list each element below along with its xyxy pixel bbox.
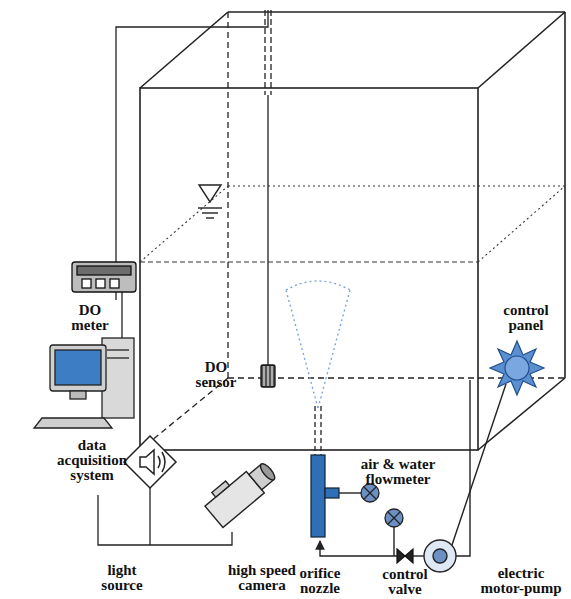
nozzle-label: orifice nozzle <box>291 566 349 596</box>
computer <box>34 338 134 428</box>
light-label: light source <box>93 563 151 593</box>
flowmeter-label: air & water flowmeter <box>354 457 442 487</box>
control-label: control panel <box>495 303 557 333</box>
camera-label: high speed camera <box>216 563 308 593</box>
light-source <box>124 436 176 488</box>
computer-label: data acquisition system <box>46 438 138 483</box>
do-sensor <box>261 365 275 387</box>
jet-plume <box>286 281 350 408</box>
flowmeters <box>361 484 403 527</box>
control-panel-icon <box>490 341 544 395</box>
motor-pump <box>424 540 456 572</box>
orifice-nozzle <box>311 455 339 537</box>
nozzle-pipe <box>315 406 321 455</box>
sensor-cable <box>116 10 271 365</box>
water-surface <box>140 186 565 262</box>
control-valve <box>397 549 413 563</box>
pump-label: electric motor-pump <box>475 566 567 596</box>
do-meter <box>72 262 136 292</box>
sensor-label: DO sensor <box>187 360 245 390</box>
camera-wiring <box>98 488 232 545</box>
water-level-symbol <box>198 185 222 218</box>
high-speed-camera <box>201 454 280 528</box>
tank <box>140 12 565 450</box>
instrument-label: DO meter <box>65 303 115 333</box>
valve-label: control valve <box>374 567 436 597</box>
piping <box>320 380 506 556</box>
